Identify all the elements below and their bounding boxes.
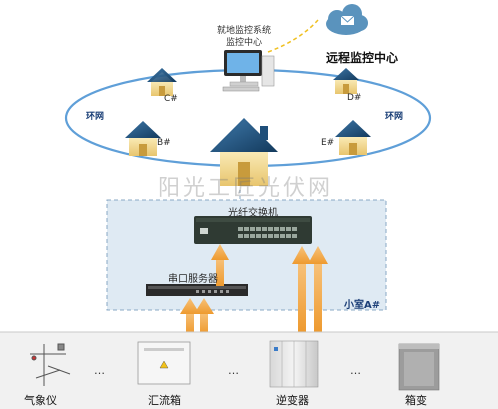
house-station-e (335, 120, 371, 155)
device-label-weather: 气象仪 (24, 394, 57, 407)
separator-3: … (350, 364, 361, 377)
house-station-d (333, 68, 359, 94)
local-monitoring-center-label: 就地监控系统 监控中心 (208, 25, 280, 49)
device-label-combiner: 汇流箱 (148, 394, 181, 407)
device-label-inverter: 逆变器 (276, 394, 309, 407)
weather-station-icon (30, 343, 71, 386)
arrow-serial-to-switch (211, 244, 229, 286)
box-transformer-icon (398, 343, 440, 391)
arrow-inverter-to-switch (292, 246, 328, 332)
station-label-e: E# (321, 138, 335, 148)
station-label-d: D# (347, 93, 362, 103)
computer-icon (222, 50, 275, 92)
station-label-c: C# (164, 94, 178, 104)
combiner-box-icon (137, 341, 191, 385)
separator-1: … (94, 364, 105, 377)
inverter-icon (269, 340, 319, 388)
ring-label-left: 环网 (86, 112, 105, 122)
center-title-line2: 监控中心 (225, 38, 262, 48)
device-label-transformer: 箱变 (405, 394, 427, 407)
remote-link (267, 19, 319, 53)
station-label-b: B# (157, 138, 171, 148)
watermark-text: 阳光工匠光伏网 (158, 176, 334, 201)
center-title-line1: 就地监控系统 (216, 26, 271, 36)
arrow-devices-to-serial (180, 298, 214, 334)
cloud-icon (326, 4, 368, 35)
house-station-c (147, 68, 177, 96)
house-station-b (125, 121, 161, 156)
serial-server-label: 串口服务器 (168, 274, 218, 285)
fiber-switch-label: 光纤交换机 (228, 208, 278, 219)
remote-center-label: 远程监控中心 (326, 51, 399, 65)
house-main (210, 118, 278, 186)
separator-2: … (228, 364, 239, 377)
serial-server-device (146, 284, 248, 296)
fiber-switch-device (194, 216, 312, 244)
room-label: 小室A# (344, 300, 381, 311)
ring-label-right: 环网 (385, 112, 404, 122)
